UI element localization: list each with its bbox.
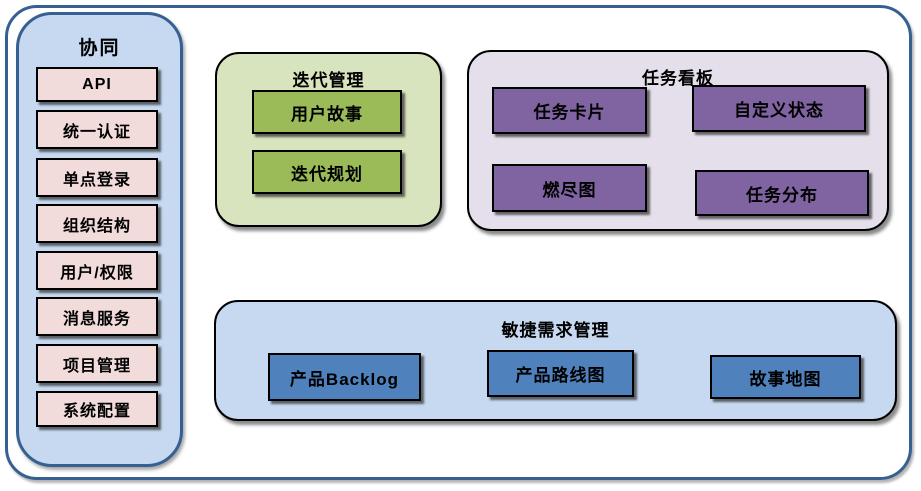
sidebar-item-org-structure: 组织结构 xyxy=(36,204,158,243)
sidebar-item-label: 统一认证 xyxy=(62,123,131,141)
iteration-item-iteration-plan: 迭代规划 xyxy=(252,150,402,194)
taskboard-item-burndown-chart: 燃尽图 xyxy=(492,164,647,212)
taskboard-item-custom-status: 自定义状态 xyxy=(692,85,866,132)
taskboard-item-label: 自定义状态 xyxy=(734,101,824,120)
iteration-panel: 迭代管理 xyxy=(215,52,442,227)
sidebar-item-label: API xyxy=(82,75,112,93)
sidebar-item-label: 项目管理 xyxy=(62,357,131,375)
agile-item-label: 产品Backlog xyxy=(289,369,400,389)
sidebar-item-label: 系统配置 xyxy=(62,403,131,420)
sidebar-item-api: API xyxy=(36,67,158,102)
iteration-item-label: 迭代规划 xyxy=(291,164,363,184)
taskboard-item-task-distribution: 任务分布 xyxy=(695,170,869,216)
agile-item-product-backlog: 产品Backlog xyxy=(268,353,421,401)
agile-item-label: 故事地图 xyxy=(749,369,822,389)
sidebar-item-project-mgmt: 项目管理 xyxy=(36,344,158,383)
collaboration-panel-title: 协同 xyxy=(78,38,121,59)
sidebar-item-label: 单点登录 xyxy=(62,171,131,189)
sidebar-item-label: 组织结构 xyxy=(62,217,131,235)
sidebar-item-unified-auth: 统一认证 xyxy=(36,110,158,149)
sidebar-item-user-permission: 用户/权限 xyxy=(36,251,158,290)
agile-requirements-panel-title: 敏捷需求管理 xyxy=(501,321,610,340)
agile-item-label: 产品路线图 xyxy=(515,366,606,385)
sidebar-item-label: 用户/权限 xyxy=(60,264,134,282)
taskboard-panel-title: 任务看板 xyxy=(642,69,714,88)
sidebar-item-system-config: 系统配置 xyxy=(36,391,158,427)
sidebar-item-message-service: 消息服务 xyxy=(36,297,158,336)
taskboard-item-label: 燃尽图 xyxy=(542,180,597,200)
iteration-panel-title: 迭代管理 xyxy=(292,71,365,90)
sidebar-item-sso: 单点登录 xyxy=(36,158,158,197)
taskboard-item-label: 任务分布 xyxy=(746,185,818,205)
iteration-item-label: 用户故事 xyxy=(291,104,363,124)
iteration-item-user-story: 用户故事 xyxy=(252,90,402,134)
agile-item-product-roadmap: 产品路线图 xyxy=(487,350,634,397)
taskboard-item-task-card: 任务卡片 xyxy=(492,87,647,134)
taskboard-item-label: 任务卡片 xyxy=(533,103,606,122)
sidebar-item-label: 消息服务 xyxy=(62,310,131,328)
agile-item-story-map: 故事地图 xyxy=(710,355,861,399)
